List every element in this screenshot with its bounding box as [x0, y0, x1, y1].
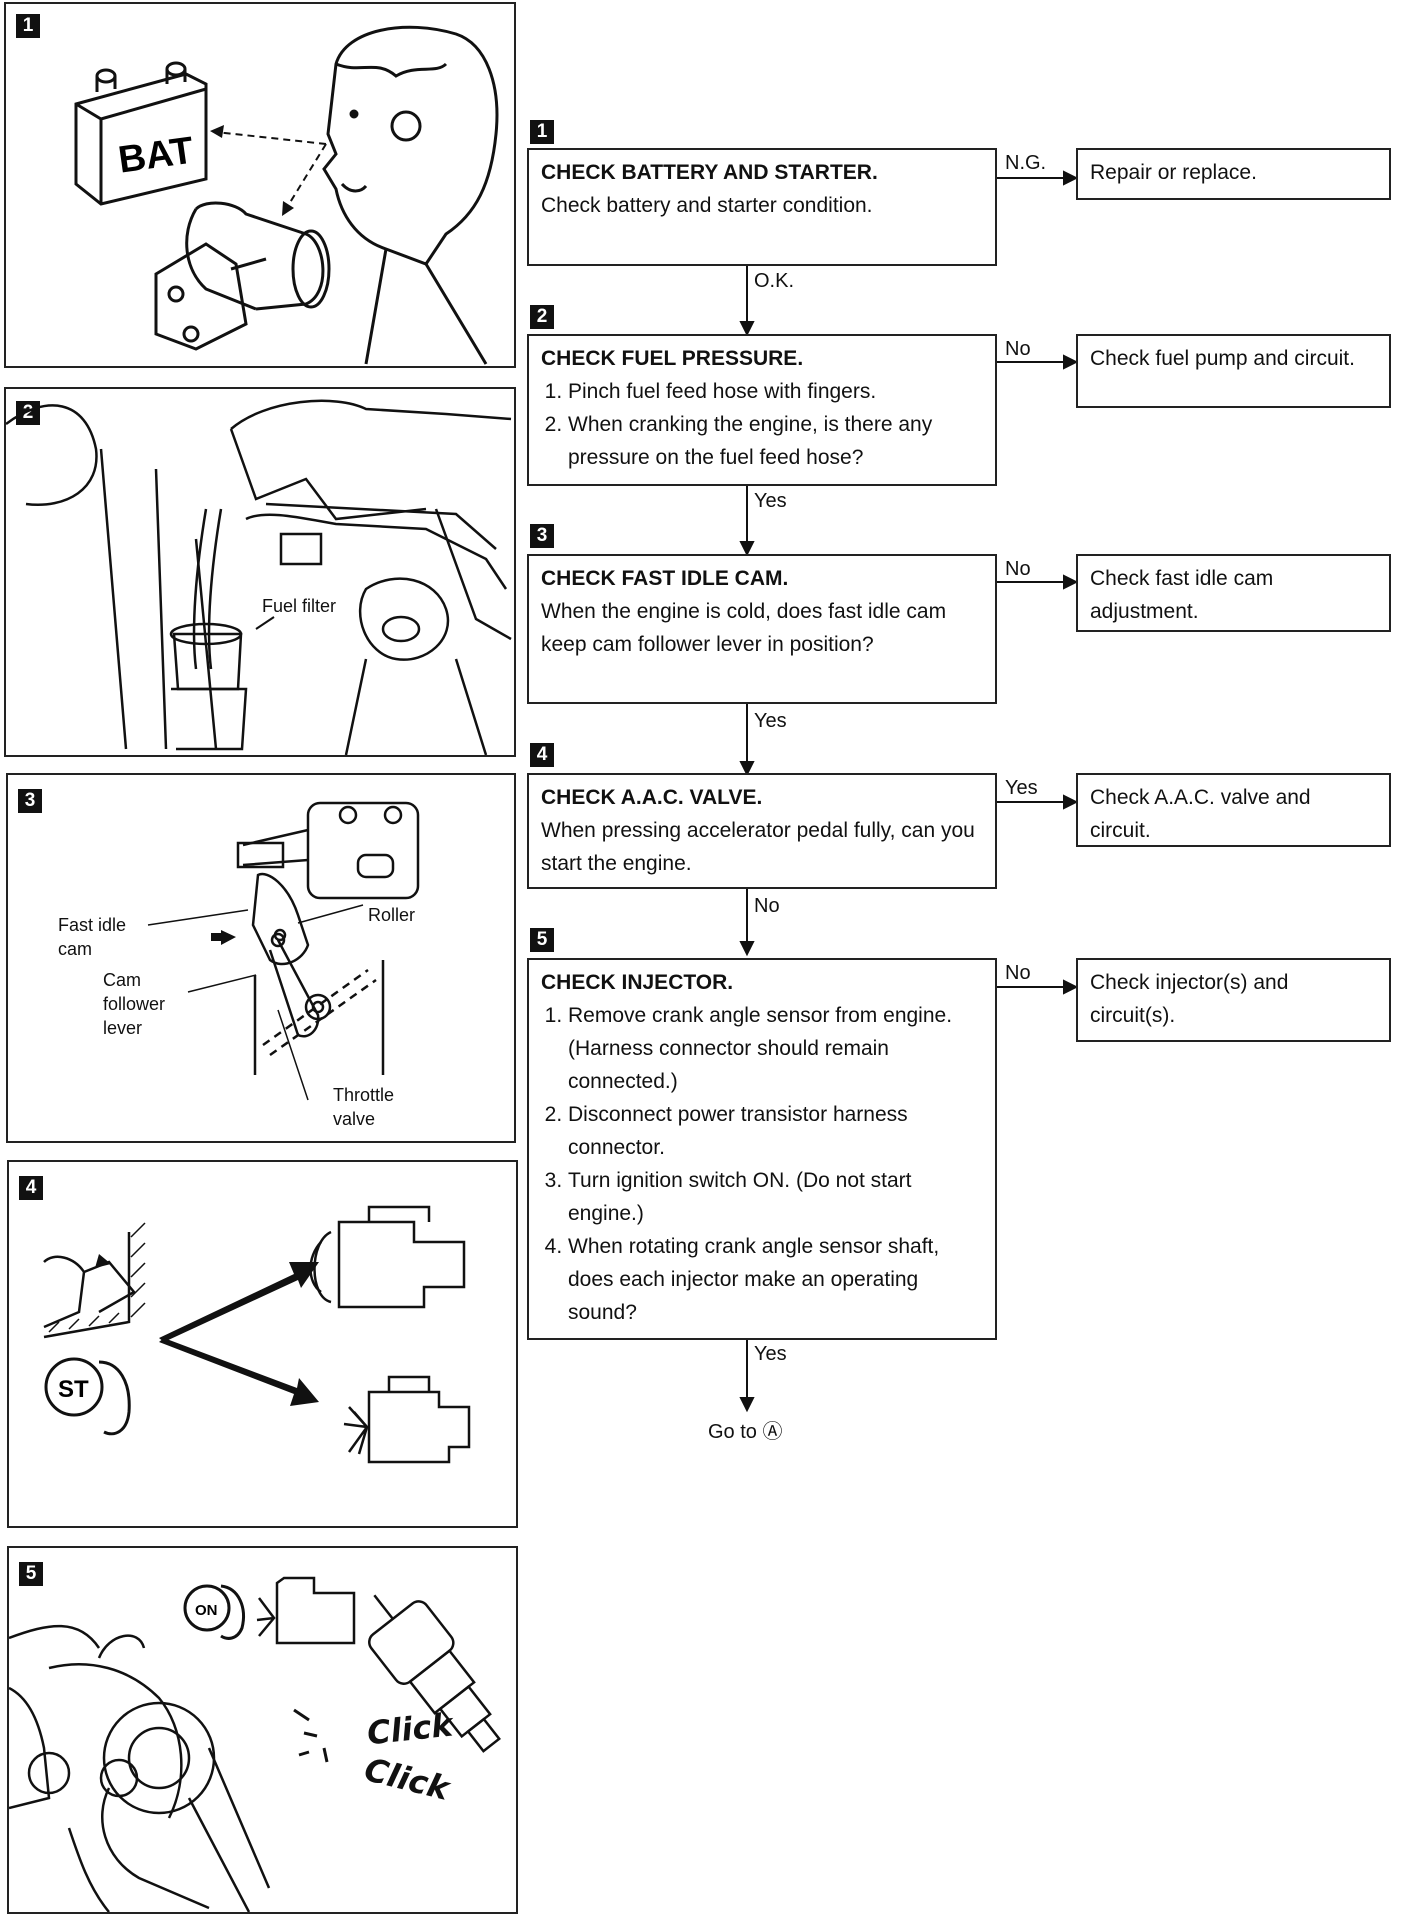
step-1-badge: 1: [530, 120, 554, 144]
throttle-valve-caption: Throttle valve: [333, 1085, 395, 1129]
panel-number-badge: 2: [16, 401, 40, 425]
battery-label: BAT: [116, 130, 196, 182]
step-5-item: Disconnect power transistor harness conn…: [568, 1098, 983, 1164]
step-1-branch-label: N.G.: [1005, 152, 1047, 174]
roller-caption: Roller: [368, 905, 416, 925]
step-2-branch-label: No: [1005, 338, 1031, 360]
step-2-box: CHECK FUEL PRESSURE. Pinch fuel feed hos…: [527, 334, 997, 486]
step-3-text: When the engine is cold, does fast idle …: [541, 600, 947, 656]
ignition-on-label: ON: [195, 1602, 218, 1619]
step-1-box: CHECK BATTERY AND STARTER. Check battery…: [527, 148, 997, 266]
fuel-filter-illustration: [6, 399, 512, 755]
step-4-next-label: No: [754, 895, 780, 917]
step-4-badge: 4: [530, 743, 554, 767]
aac-valve-illustration: ST: [43, 1205, 471, 1464]
battery-starter-illustration: BAT: [74, 25, 499, 365]
step-4-box: CHECK A.A.C. VALVE. When pressing accele…: [527, 773, 997, 889]
step-5-item: When rotating crank angle sensor shaft, …: [568, 1230, 983, 1329]
step-3-box: CHECK FAST IDLE CAM. When the engine is …: [527, 554, 997, 704]
injector-illustration: ON: [9, 1576, 501, 1912]
step-3-badge: 3: [530, 524, 554, 548]
step-3-result-text: Check fast idle cam adjustment.: [1090, 567, 1274, 623]
step-5-item: Remove crank angle sensor from engine. (…: [568, 999, 983, 1098]
step-5-branch-label: No: [1005, 962, 1031, 984]
fast-idle-cam-caption: Fast idle cam: [58, 915, 127, 959]
panel-number-badge: 1: [16, 14, 40, 38]
step-2-item: Pinch fuel feed hose with fingers.: [568, 375, 983, 408]
step-3-title: CHECK FAST IDLE CAM.: [541, 567, 789, 590]
step-2-title: CHECK FUEL PRESSURE.: [541, 347, 804, 370]
go-to-a-label: Go to Ⓐ: [708, 1421, 783, 1443]
step-1-result-box: Repair or replace.: [1076, 148, 1391, 200]
ignition-start-label: ST: [58, 1376, 89, 1403]
step-3-next-label: Yes: [754, 710, 787, 732]
illustration-panel-5: 5 ON: [7, 1546, 518, 1914]
fuel-filter-caption: Fuel filter: [262, 596, 337, 616]
illustration-panel-3: 3 Fast idle cam Roller Cam follower leve…: [6, 773, 516, 1143]
step-1-result-text: Repair or replace.: [1090, 161, 1257, 184]
step-5-next-label: Yes: [754, 1343, 787, 1365]
step-2-list: Pinch fuel feed hose with fingers. When …: [541, 375, 983, 474]
illustration-panel-4: 4 ST: [7, 1160, 518, 1528]
step-5-result-text: Check injector(s) and circuit(s).: [1090, 971, 1289, 1027]
panel-number-badge: 5: [19, 1562, 43, 1586]
step-5-result-box: Check injector(s) and circuit(s).: [1076, 958, 1391, 1042]
step-2-result-text: Check fuel pump and circuit.: [1090, 347, 1355, 370]
step-2-result-box: Check fuel pump and circuit.: [1076, 334, 1391, 408]
panel-number-badge: 4: [19, 1176, 43, 1200]
step-5-badge: 5: [530, 928, 554, 952]
step-4-text: When pressing accelerator pedal fully, c…: [541, 819, 975, 875]
step-1-text: Check battery and starter condition.: [541, 194, 873, 217]
step-3-result-box: Check fast idle cam adjustment.: [1076, 554, 1391, 632]
step-3-branch-label: No: [1005, 558, 1031, 580]
step-2-item: When cranking the engine, is there any p…: [568, 408, 983, 474]
step-1-next-label: O.K.: [754, 270, 795, 292]
step-2-next-label: Yes: [754, 490, 787, 512]
illustration-panel-1: 1 BAT: [4, 2, 516, 368]
step-4-branch-label: Yes: [1005, 777, 1038, 799]
step-4-result-box: Check A.A.C. valve and circuit.: [1076, 773, 1391, 847]
fast-idle-cam-illustration: [147, 801, 420, 1101]
step-4-result-text: Check A.A.C. valve and circuit.: [1090, 786, 1311, 842]
illustration-panel-2: 2 Fuel filter: [4, 387, 516, 757]
cam-follower-lever-caption: Cam follower lever: [103, 970, 166, 1038]
step-5-box: CHECK INJECTOR. Remove crank angle senso…: [527, 958, 997, 1340]
step-2-badge: 2: [530, 305, 554, 329]
step-5-list: Remove crank angle sensor from engine. (…: [541, 999, 983, 1329]
step-5-item: Turn ignition switch ON. (Do not start e…: [568, 1164, 983, 1230]
step-1-title: CHECK BATTERY AND STARTER.: [541, 161, 878, 184]
step-5-title: CHECK INJECTOR.: [541, 971, 734, 994]
panel-number-badge: 3: [18, 789, 42, 813]
step-4-title: CHECK A.A.C. VALVE.: [541, 786, 763, 809]
